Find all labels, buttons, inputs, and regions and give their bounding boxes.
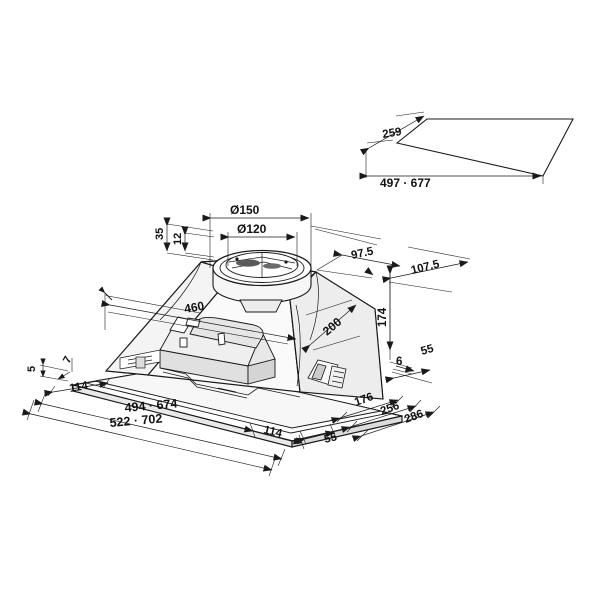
dim-inset-left: 114	[68, 380, 89, 395]
dim-body-height: 174	[377, 307, 389, 327]
panel-dimension-lines	[359, 111, 544, 184]
dim-flange-height: 12	[172, 233, 184, 245]
damper-flaps	[228, 253, 296, 277]
left-small-dimensions	[21, 358, 286, 477]
dim-duct-outer: Ø150	[230, 203, 260, 217]
dim-panel-width: 497 · 677	[380, 176, 431, 190]
dim-edge-front: 55	[323, 431, 339, 446]
bracket-slot	[311, 363, 327, 381]
dim-step-left: 7	[61, 354, 74, 365]
collar-tab	[239, 299, 283, 313]
control-strip	[119, 349, 161, 370]
dim-collar-height: 35	[154, 228, 166, 240]
front-right-dimensions	[243, 368, 441, 450]
dim-overall-width: 522 · 702	[109, 411, 163, 430]
dim-flange-thickness: 6	[396, 356, 402, 368]
motor-box-bevel	[247, 330, 276, 367]
grease-channel	[159, 367, 301, 399]
clip-mid	[179, 337, 188, 348]
dim-duct-offset-front: 97.5	[350, 245, 375, 262]
dim-panel-depth: 259	[382, 126, 403, 141]
post-center	[217, 332, 226, 346]
damper-shadow-b	[263, 263, 281, 269]
dim-body-top-width: 460	[183, 299, 205, 316]
dim-lip-left: 5	[26, 366, 38, 372]
dim-edge-right: 55	[420, 343, 436, 358]
dim-inset-front: 114	[262, 424, 283, 440]
duct-dimensions	[163, 213, 471, 293]
dim-cutout-width: 494 · 674	[124, 396, 178, 415]
dim-duct-inner: Ø120	[237, 222, 267, 236]
damper-shadow-a	[236, 259, 260, 267]
mounting-bracket-right	[307, 359, 347, 389]
switch-block	[135, 356, 146, 369]
